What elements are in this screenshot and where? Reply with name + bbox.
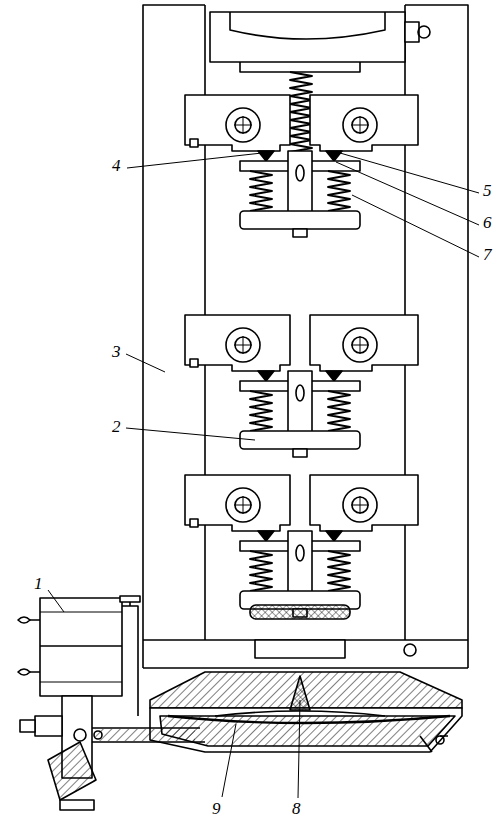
leader-line	[48, 153, 479, 798]
diaphragm-chamber	[150, 644, 462, 752]
callout-number: 3	[112, 343, 121, 360]
contact-section	[185, 315, 418, 457]
callout-number: 8	[292, 800, 301, 817]
piston-plate	[255, 640, 345, 658]
contact-section	[185, 475, 418, 617]
callout-number: 5	[483, 182, 492, 199]
callout-number: 2	[112, 418, 121, 435]
valve	[18, 596, 140, 810]
callout-number: 9	[212, 800, 221, 817]
callout-number: 6	[483, 214, 492, 231]
air-duct	[90, 728, 205, 742]
diaphragm	[168, 716, 450, 723]
insulator	[250, 605, 350, 619]
callout-number: 4	[112, 157, 121, 174]
contact-section	[185, 95, 418, 237]
callout-number: 1	[34, 575, 43, 592]
frame	[143, 5, 468, 668]
callout-number: 7	[483, 246, 492, 263]
